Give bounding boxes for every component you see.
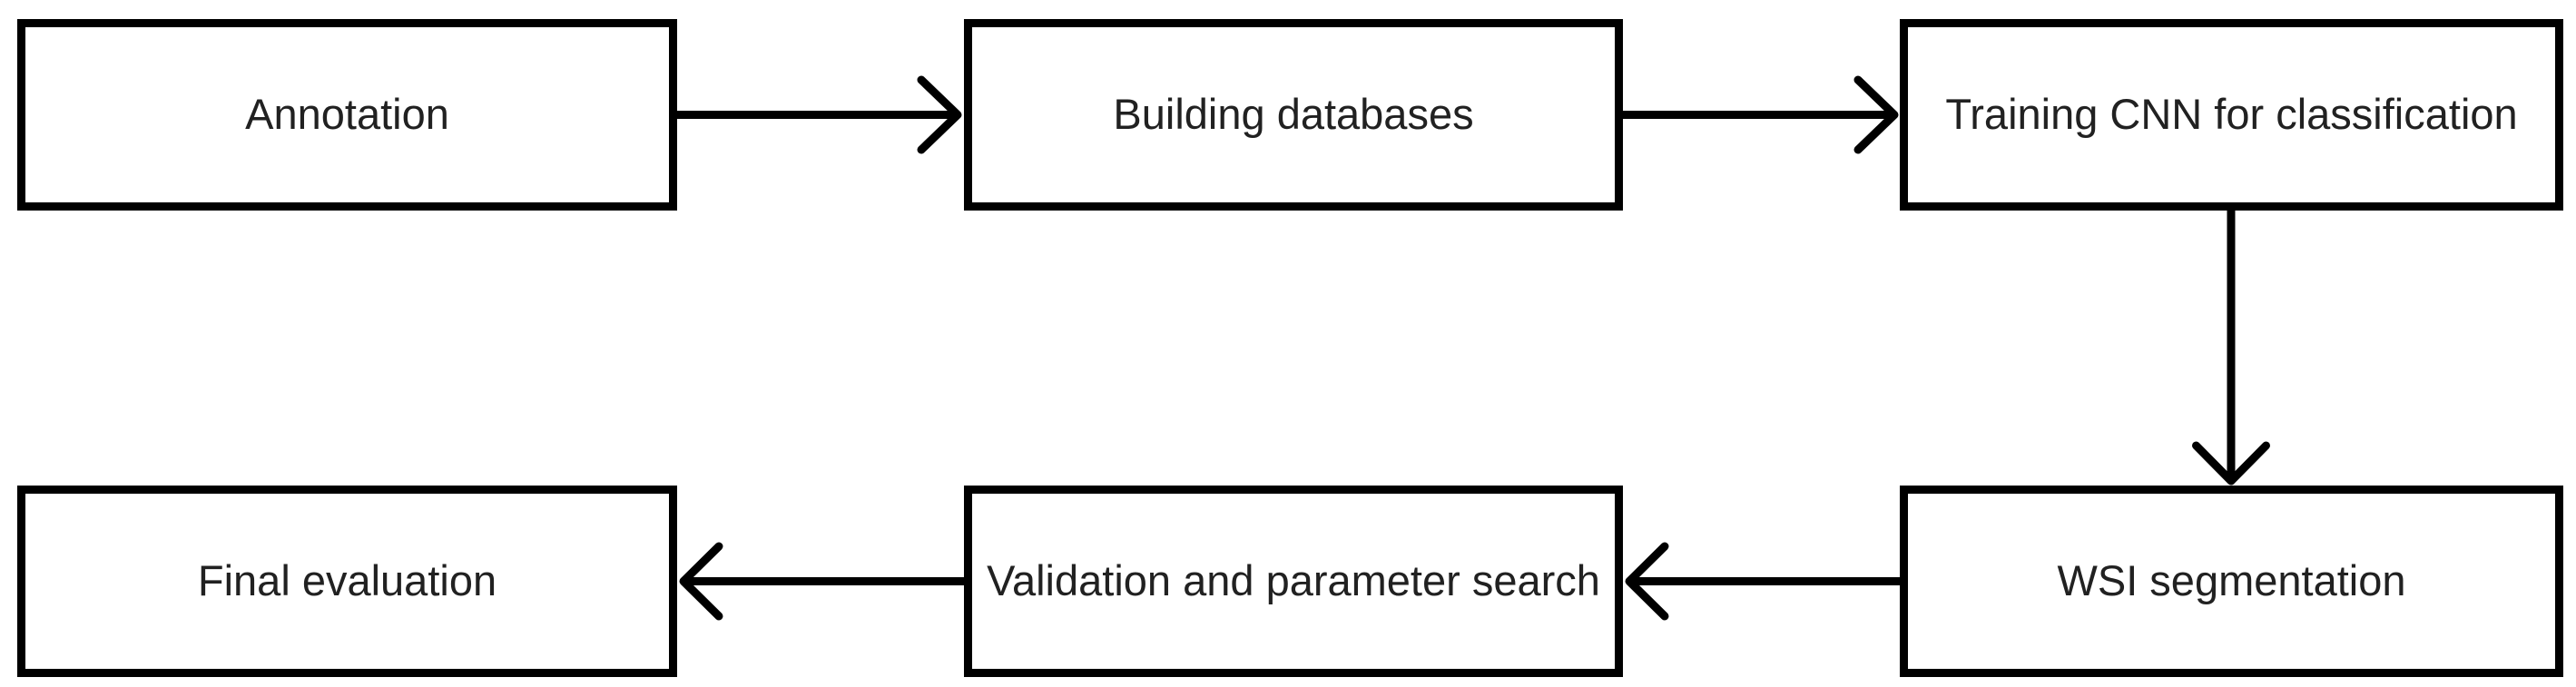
node-training-cnn-label: Training CNN for classification bbox=[1945, 90, 2518, 139]
arrow-annotation-to-building-databases-icon bbox=[677, 75, 962, 154]
arrow-wsi-segmentation-to-validation-icon bbox=[1625, 542, 1900, 621]
arrow-building-databases-to-training-cnn-icon bbox=[1623, 75, 1899, 154]
node-validation-and-parameter-search: Validation and parameter search bbox=[964, 486, 1623, 677]
node-building-databases: Building databases bbox=[964, 19, 1623, 211]
node-building-databases-label: Building databases bbox=[1113, 90, 1474, 139]
node-final-evaluation-label: Final evaluation bbox=[197, 556, 497, 605]
node-validation-label: Validation and parameter search bbox=[987, 556, 1600, 605]
arrow-validation-to-final-evaluation-icon bbox=[679, 542, 964, 621]
arrow-training-cnn-to-wsi-segmentation-icon bbox=[2192, 211, 2270, 486]
node-final-evaluation: Final evaluation bbox=[17, 486, 677, 677]
node-annotation-label: Annotation bbox=[245, 90, 449, 139]
node-wsi-segmentation-label: WSI segmentation bbox=[2057, 556, 2406, 605]
node-annotation: Annotation bbox=[17, 19, 677, 211]
node-wsi-segmentation: WSI segmentation bbox=[1900, 486, 2563, 677]
node-training-cnn-for-classification: Training CNN for classification bbox=[1900, 19, 2563, 211]
